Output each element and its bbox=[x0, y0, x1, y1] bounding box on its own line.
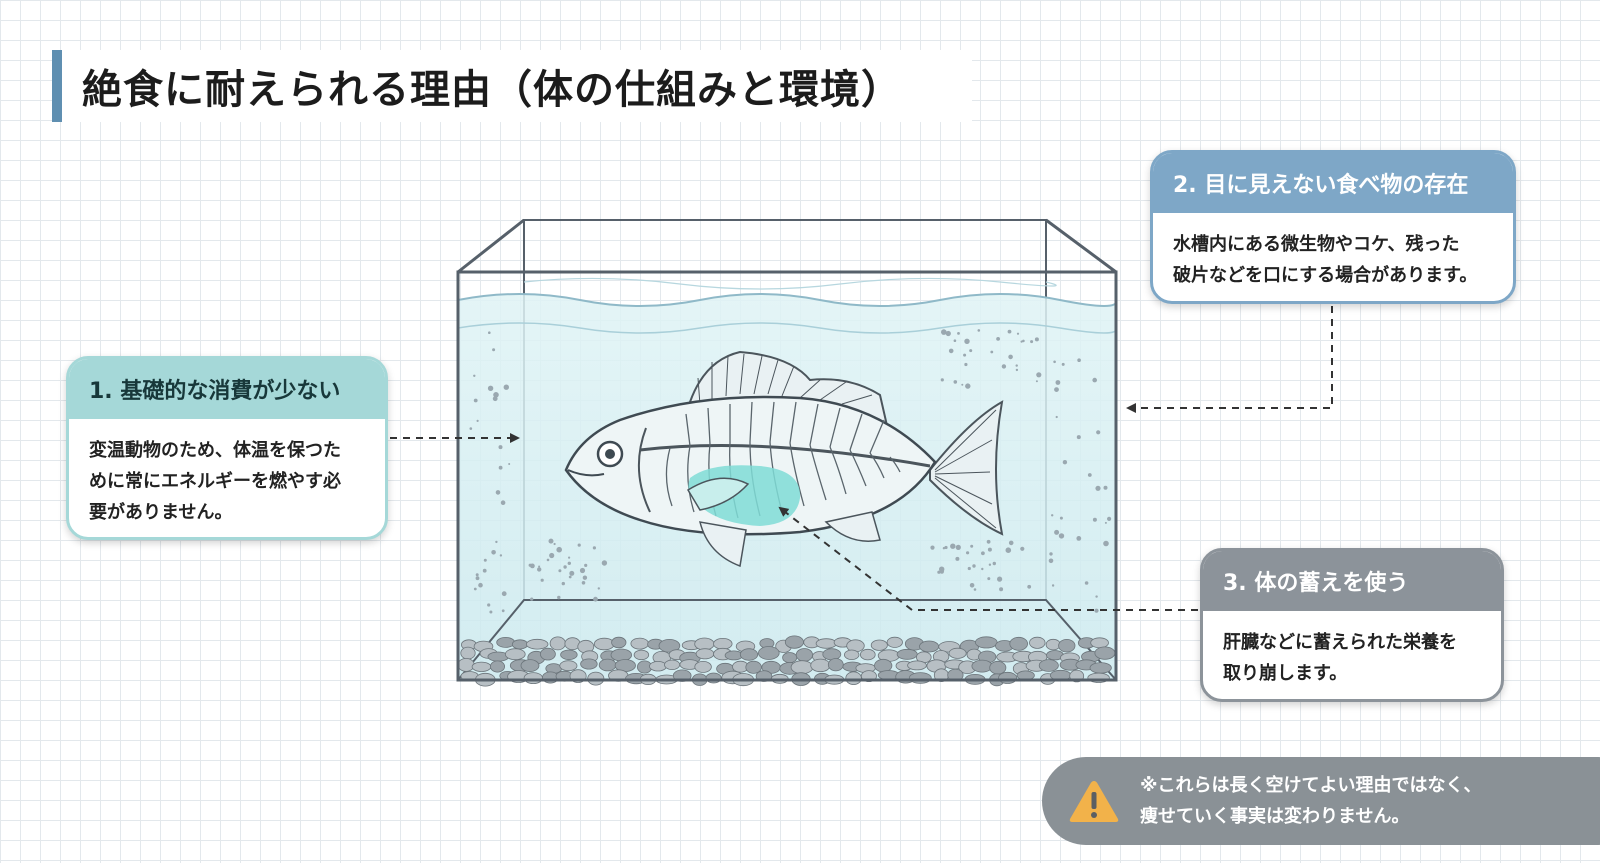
card-1-header: 1. 基礎的な消費が少ない bbox=[69, 359, 385, 419]
particles bbox=[469, 329, 1112, 614]
warning-note: ※これらは長く空けてよい理由ではなく、 痩せていく事実は変わりません。 bbox=[1042, 757, 1600, 845]
card-body-reserves: 3. 体の蓄えを使う 肝臓などに蓄えられた栄養を 取り崩します。 bbox=[1200, 548, 1504, 702]
card-basal-metabolism: 1. 基礎的な消費が少ない 変温動物のため、体温を保つた めに常にエネルギーを燃… bbox=[66, 356, 388, 540]
card-2-body: 水槽内にある微生物やコケ、残った 破片などを口にする場合があります。 bbox=[1173, 234, 1478, 286]
page-title: 絶食に耐えられる理由（体の仕組みと環境） bbox=[82, 67, 902, 113]
card-2-header: 2. 目に見えない食べ物の存在 bbox=[1153, 153, 1513, 213]
card-invisible-food: 2. 目に見えない食べ物の存在 水槽内にある微生物やコケ、残った 破片などを口に… bbox=[1150, 150, 1516, 304]
gravel bbox=[457, 635, 1116, 687]
card-3-header: 3. 体の蓄えを使う bbox=[1203, 551, 1501, 611]
card-3-body: 肝臓などに蓄えられた栄養を 取り崩します。 bbox=[1223, 632, 1457, 684]
connector-2 bbox=[1126, 306, 1333, 413]
card-1-body: 変温動物のため、体温を保つた めに常にエネルギーを燃やす必 要がありません。 bbox=[89, 440, 341, 523]
warning-text: ※これらは長く空けてよい理由ではなく、 痩せていく事実は変わりません。 bbox=[1140, 775, 1482, 827]
warning-triangle-icon bbox=[1069, 781, 1119, 822]
fish-illustration bbox=[564, 350, 1004, 568]
connector-3 bbox=[778, 506, 1198, 611]
title-bar: 絶食に耐えられる理由（体の仕組みと環境） bbox=[52, 50, 972, 122]
